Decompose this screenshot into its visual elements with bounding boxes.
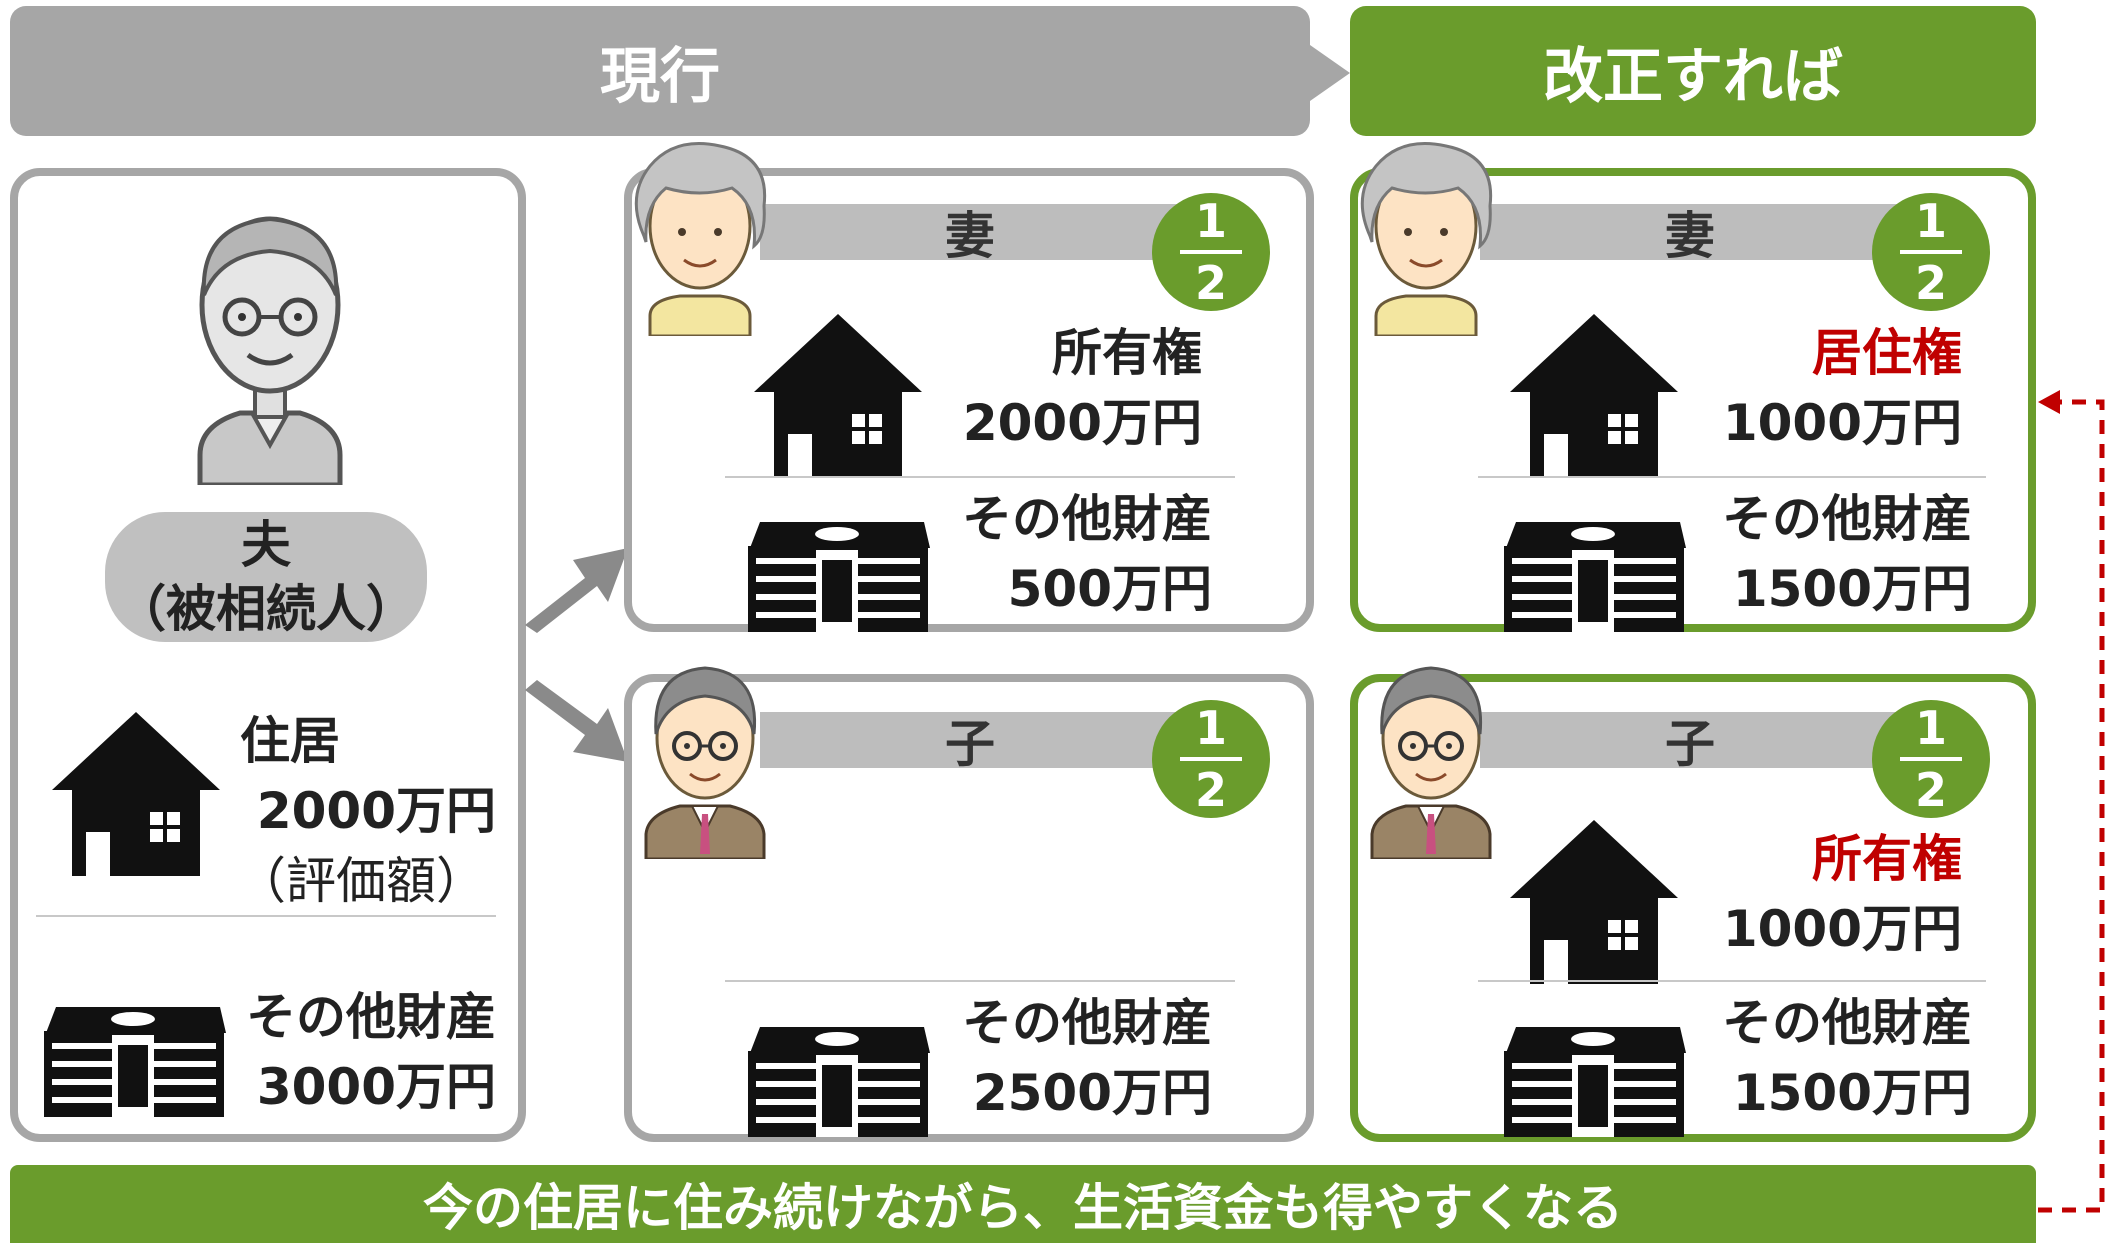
money-stack-icon (742, 1025, 932, 1140)
decedent-house-value: 2000万円 (256, 782, 496, 840)
share-denominator: 2 (1914, 763, 1947, 817)
house-icon (752, 312, 924, 478)
current-child-name: 子 (945, 715, 995, 773)
current-wife-namebar: 妻 (760, 204, 1180, 265)
current-wife-divider (725, 476, 1235, 478)
header-current: 現行 (10, 6, 1310, 136)
share-numerator: 1 (1914, 701, 1947, 755)
decedent-name: 夫 (241, 516, 291, 574)
adult-son-icon (1366, 654, 1496, 859)
arrow-icon (525, 548, 628, 762)
share-numerator: 1 (1194, 701, 1227, 755)
header-reform-label: 改正すれば (1543, 41, 1843, 112)
reform-wife-divider (1478, 476, 1986, 478)
header-arrow-icon (1300, 38, 1350, 108)
current-wife-assets-value: 500万円 (1007, 560, 1212, 618)
reform-child-house-label: 所有権 (1812, 830, 1962, 888)
reform-child-namebar: 子 (1480, 712, 1900, 773)
reform-wife-assets-value: 1500万円 (1732, 560, 1972, 618)
money-stack-icon (742, 520, 932, 635)
current-wife-house-label: 所有権 (1052, 324, 1202, 382)
decedent-divider (36, 915, 496, 917)
decedent-assets-label: その他財産 (246, 988, 496, 1046)
reform-wife-name: 妻 (1665, 207, 1715, 265)
reform-child-assets-label: その他財産 (1722, 994, 1972, 1052)
elderly-man-icon (170, 205, 370, 485)
reform-child-house-value: 1000万円 (1722, 900, 1962, 958)
elderly-woman-icon (620, 136, 780, 336)
reform-child-name: 子 (1665, 715, 1715, 773)
dashed-arrow-icon (2038, 390, 2105, 1213)
current-wife-assets-label: その他財産 (962, 490, 1212, 548)
house-icon (1508, 312, 1680, 478)
house-icon (50, 710, 222, 876)
reform-wife-assets-label: その他財産 (1722, 490, 1972, 548)
reform-child-share-badge: 1 2 (1872, 700, 1990, 818)
reform-child-assets-value: 1500万円 (1732, 1064, 1972, 1122)
share-numerator: 1 (1914, 194, 1947, 248)
current-child-namebar: 子 (760, 712, 1180, 773)
share-denominator: 2 (1194, 763, 1227, 817)
decedent-house-label: 住居 (240, 712, 340, 770)
share-denominator: 2 (1914, 256, 1947, 310)
footer-banner: 今の住居に住み続けながら、生活資金も得やすくなる (10, 1165, 2036, 1243)
current-child-share-badge: 1 2 (1152, 700, 1270, 818)
current-child-assets-label: その他財産 (962, 994, 1212, 1052)
decedent-house-note: （評価額） (236, 852, 486, 910)
current-wife-name: 妻 (945, 207, 995, 265)
header-reform: 改正すれば (1350, 6, 2036, 136)
house-icon (1508, 818, 1680, 984)
current-child-assets-value: 2500万円 (972, 1064, 1212, 1122)
money-stack-icon (1498, 1025, 1688, 1140)
footer-message: 今の住居に住み続けながら、生活資金も得やすくなる (423, 1179, 1623, 1237)
reform-child-divider (1478, 980, 1986, 982)
reform-wife-share-badge: 1 2 (1872, 193, 1990, 311)
current-child-divider (725, 980, 1235, 982)
money-stack-icon (38, 1005, 228, 1120)
elderly-woman-icon (1346, 136, 1506, 336)
current-wife-house-value: 2000万円 (962, 394, 1202, 452)
decedent-name-pill: 夫 （被相続人） (105, 512, 427, 642)
reform-wife-namebar: 妻 (1480, 204, 1900, 265)
share-denominator: 2 (1194, 256, 1227, 310)
reform-wife-house-value: 1000万円 (1722, 394, 1962, 452)
decedent-role: （被相続人） (116, 580, 416, 638)
reform-wife-house-label: 居住権 (1812, 324, 1962, 382)
current-wife-share-badge: 1 2 (1152, 193, 1270, 311)
header-current-label: 現行 (600, 41, 720, 112)
decedent-assets-value: 3000万円 (256, 1058, 496, 1116)
adult-son-icon (640, 654, 770, 859)
money-stack-icon (1498, 520, 1688, 635)
share-numerator: 1 (1194, 194, 1227, 248)
